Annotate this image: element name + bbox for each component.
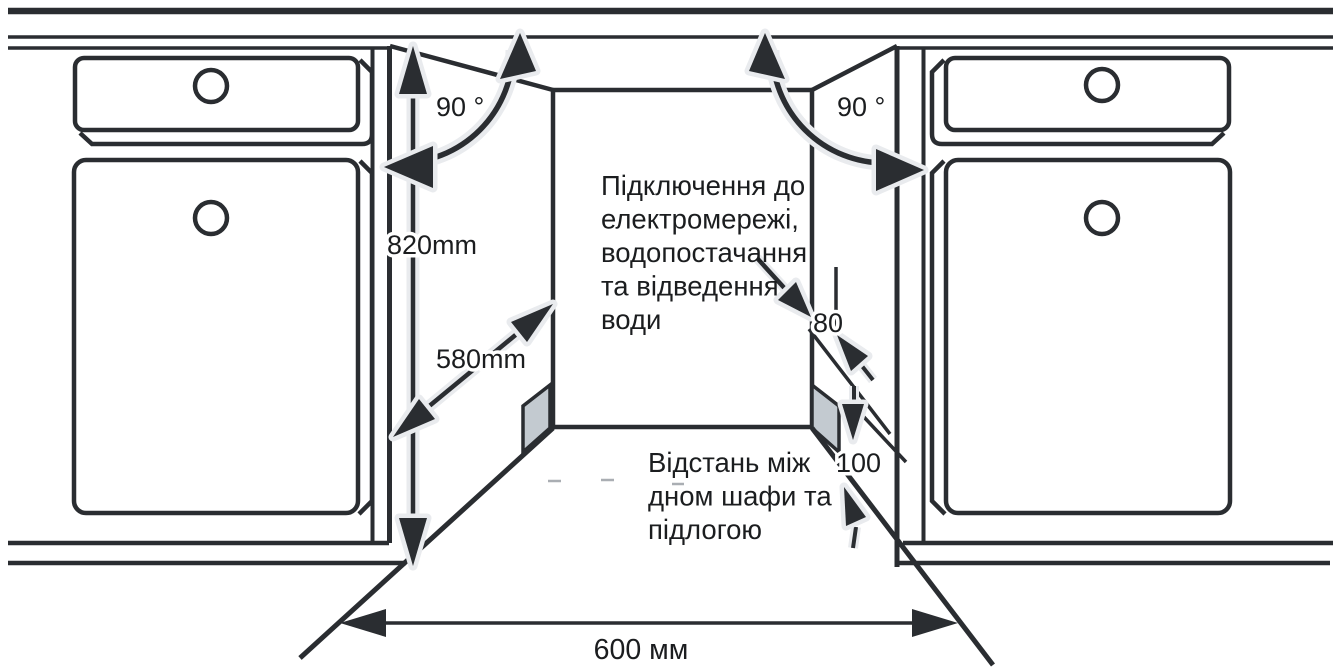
- width-dim-arrow-right: [912, 609, 958, 637]
- swing-arc-right-arrow-up: [749, 33, 785, 79]
- right-door-bevel: [929, 159, 947, 516]
- right-drawer-bevel: [929, 58, 1226, 147]
- left-drawer-knob: [192, 67, 230, 105]
- bottom-gap-arrow-up-head: [844, 487, 866, 526]
- door-swing-arc-left: [379, 28, 541, 193]
- annotation-floor-gap: Відстань між дном шафи та підлогою: [648, 447, 832, 545]
- print-artifacts: [548, 478, 684, 486]
- annotation-connection-line-4: та відведення: [601, 271, 779, 302]
- dimension-labels: 90 ° 90 ° 820mm 580mm 80 100 600 мм: [384, 89, 889, 668]
- height-dim-arrow-down: [399, 518, 427, 566]
- countertop: [8, 7, 1333, 50]
- rear-gap-diagonal: [807, 327, 892, 436]
- bottom-gap-arrow-up-shaft: [851, 526, 858, 549]
- dimension-depth-580: [388, 299, 558, 442]
- label-niche-depth: 580mm: [436, 344, 526, 374]
- niche-structure: [8, 43, 1333, 667]
- depth-dim-arrow-down: [393, 399, 435, 437]
- dimension-height-820: [394, 41, 432, 571]
- label-bottom-gap: 100: [836, 448, 881, 478]
- dimension-width-600: [340, 609, 958, 637]
- left-door-bevel: [357, 159, 375, 516]
- connection-pointer: [753, 254, 816, 322]
- annotation-floor-gap-line-3: підлогою: [648, 514, 762, 545]
- swing-arc-right-arrow-side: [876, 149, 924, 191]
- rear-gap-construction: [807, 267, 908, 549]
- cabinet-left: [71, 55, 375, 516]
- annotation-floor-gap-line-1: Відстань між: [648, 447, 811, 478]
- niche-top-edge-right: [810, 44, 899, 92]
- bottom-gap-arrow-down-head: [842, 404, 864, 440]
- left-drawer-bevel: [78, 58, 375, 147]
- door-swing-arc-right: [744, 28, 929, 196]
- swing-arc-left-arrow-side: [384, 146, 433, 188]
- annotation-floor-gap-line-2: дном шафи та: [648, 481, 832, 512]
- label-niche-width: 600 мм: [594, 634, 689, 666]
- height-dim-arrow-up: [399, 46, 427, 94]
- niche-right-plinth-shade: [810, 381, 841, 456]
- label-angle-right: 90 °: [837, 92, 885, 122]
- bottom-gap-diagonal: [861, 414, 908, 464]
- label-niche-height: 820mm: [387, 230, 477, 260]
- label-rear-gap: 80: [813, 308, 843, 338]
- annotation-connection-line-3: водопостачання: [601, 237, 807, 268]
- right-drawer-knob: [1083, 66, 1121, 104]
- width-dim-arrow-left: [340, 609, 386, 637]
- rear-gap-arrow-head: [837, 335, 868, 371]
- left-door-front: [71, 157, 361, 516]
- annotation-connection-line-5: води: [601, 304, 661, 335]
- right-door-front: [943, 157, 1233, 516]
- left-door-knob: [192, 199, 230, 237]
- right-door-knob: [1083, 199, 1121, 237]
- annotation-connection: Підключення до електромережі, водопостач…: [601, 170, 807, 335]
- cabinet-right: [929, 55, 1233, 516]
- floor-edge-left: [298, 426, 555, 660]
- swing-arc-left-arrow-up: [500, 33, 536, 79]
- left-drawer-front: [72, 55, 361, 133]
- annotation-connection-line-2: електромережі,: [601, 204, 799, 235]
- depth-dim-arrow-up: [511, 304, 553, 342]
- connection-arrow-head: [778, 282, 811, 317]
- label-angle-left: 90 °: [436, 92, 484, 122]
- annotation-connection-line-1: Підключення до: [601, 170, 805, 201]
- niche-back-wall: [550, 87, 815, 430]
- floor-edge-right: [810, 426, 995, 667]
